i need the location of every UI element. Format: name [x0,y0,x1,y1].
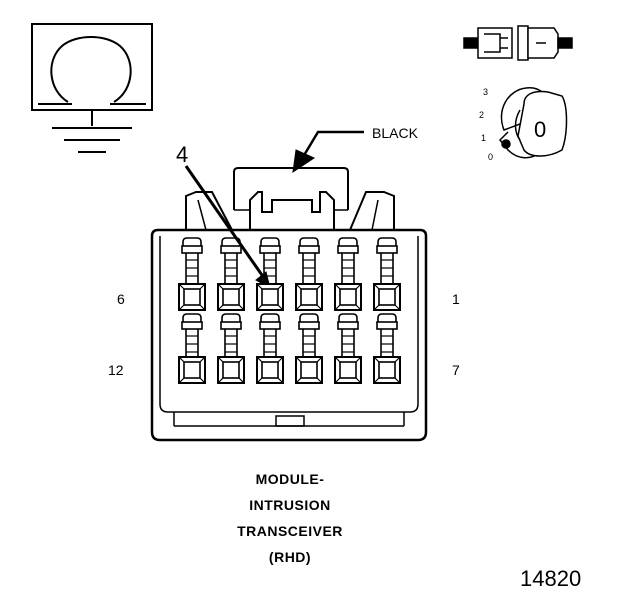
pin-label-6: 6 [117,291,125,307]
title-line-2: INTRUSION [249,497,331,513]
pin-cavity-5 [217,237,245,311]
pin-cavity-11 [217,313,245,384]
key-position-3: 3 [483,87,488,97]
pin-cavity-3 [295,237,323,311]
pin-cavity-12 [178,313,206,384]
reference-number: 14820 [520,566,582,591]
key-glyph: 0 [534,117,546,142]
connector-pin-grid [178,237,401,384]
callout-number: 4 [176,142,189,167]
title-line-4: (RHD) [268,549,312,565]
pin-cavity-10 [256,313,284,384]
pin-cavity-1 [373,237,401,311]
key-position-0: 0 [488,152,493,162]
connector-disconnected-icon [463,25,573,61]
wire-color-leader [292,130,364,174]
pin-cavity-4 [256,237,284,311]
pin-cavity-2 [334,237,362,311]
key-position-1: 1 [481,133,486,143]
pin-label-12: 12 [108,362,124,378]
ohm-meter-ground-symbol-icon [31,23,153,153]
pin-cavity-7 [373,313,401,384]
title-line-3: TRANSCEIVER [237,523,343,539]
ignition-key-position-icon [498,87,568,159]
title-line-1: MODULE- [255,471,325,487]
pin-label-1: 1 [452,291,460,307]
key-position-2: 2 [479,110,484,120]
pin-cavity-6 [178,237,206,311]
pin-cavity-8 [334,313,362,384]
connector-face [150,167,428,442]
pin-label-7: 7 [452,362,460,378]
wire-color-label: BLACK [372,125,418,141]
pin-cavity-9 [295,313,323,384]
